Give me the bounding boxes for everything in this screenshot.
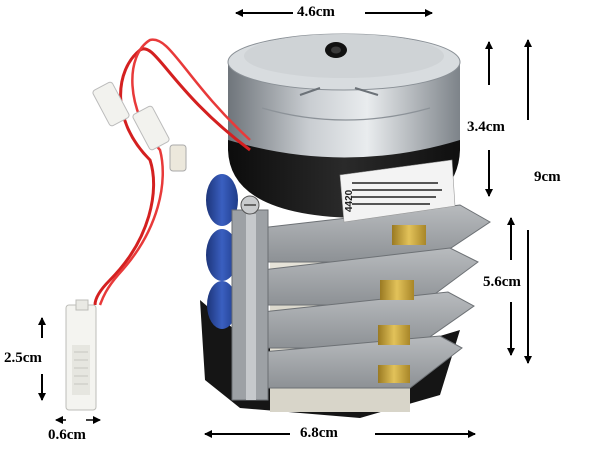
blue-cams [206,174,238,329]
wire-connectors [92,81,187,172]
dimension-arrows [38,9,532,438]
dimension-top-width: 4.6cm [297,4,335,20]
dimension-total-height: 9cm [534,169,561,185]
label-code: 4420 [344,189,355,212]
red-wire [93,47,251,306]
dimension-base-width: 6.8cm [300,425,338,441]
white-plug [65,299,97,411]
dimension-motor-height: 3.4cm [467,119,505,135]
brass-terminals [378,225,426,383]
motor-housing [227,33,461,158]
grey-plates [259,204,491,389]
dimension-plug-height: 2.5cm [4,350,42,366]
dimension-switch-stack-height: 5.6cm [483,274,521,290]
dimension-plug-width: 0.6cm [48,427,86,443]
label-sticker [339,159,456,223]
